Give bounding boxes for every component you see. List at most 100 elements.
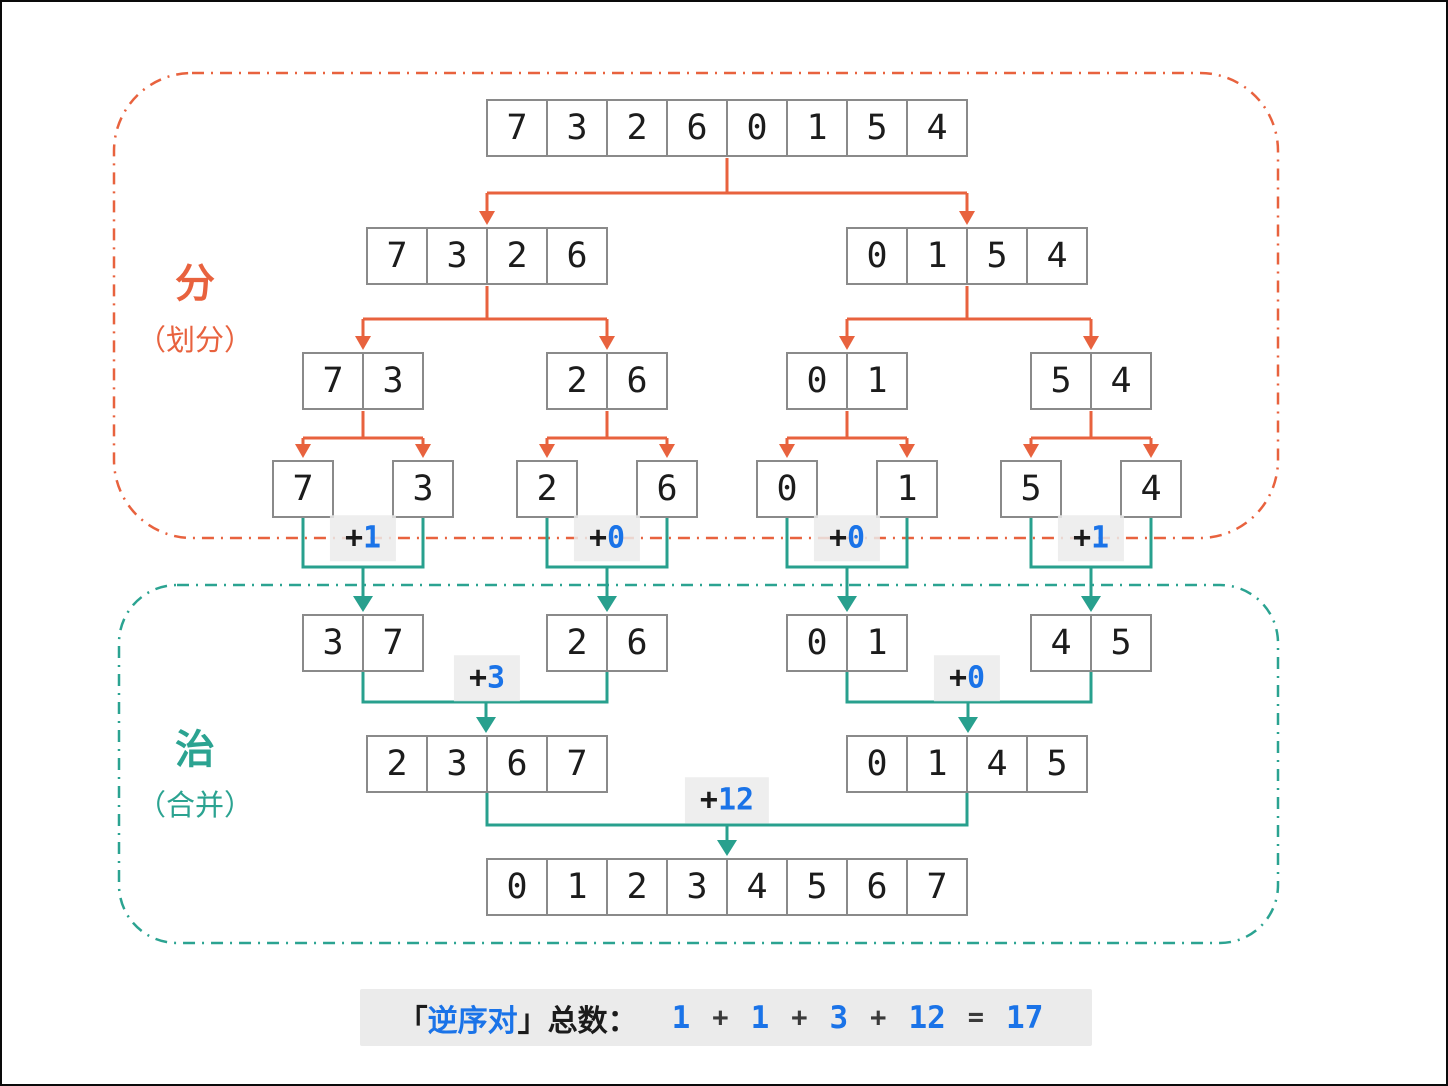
array-cell: 7 [486, 99, 548, 157]
array-merged-pair-1: 3 7 [302, 614, 424, 672]
array-cell: 0 [486, 858, 548, 916]
divide-arrows-group [301, 158, 1153, 445]
array-cell: 5 [1000, 460, 1062, 518]
array-cell: 0 [786, 614, 848, 672]
array-cell: 4 [1030, 614, 1092, 672]
array-cell: 6 [636, 460, 698, 518]
array-cell: 2 [486, 227, 548, 285]
array-cell: 3 [362, 352, 424, 410]
array-cell: 2 [606, 99, 668, 157]
badge-operator: + [699, 782, 718, 818]
array-merged-pair-2: 2 6 [546, 614, 668, 672]
array-merged-pair-4: 4 5 [1030, 614, 1152, 672]
summary-label: 总数： [547, 1004, 638, 1038]
summary-close-bracket: 」 [517, 1004, 548, 1038]
array-cell: 7 [272, 460, 334, 518]
array-merged-pair-3: 0 1 [786, 614, 908, 672]
badge-operator: + [588, 520, 607, 556]
array-divide-pair-4: 5 4 [1030, 352, 1152, 410]
summary-count-3: 3 [829, 999, 849, 1036]
divide-region-outline [112, 71, 1280, 540]
array-cell: 6 [606, 352, 668, 410]
plus-sign: + [791, 1002, 808, 1033]
array-divide-pair-2: 2 6 [546, 352, 668, 410]
array-single-5: 5 [1000, 460, 1062, 518]
badge-value: 0 [967, 660, 986, 696]
array-cell: 2 [366, 735, 428, 793]
summary-term: 逆序对 [427, 1004, 518, 1038]
equals-sign: = [967, 1002, 985, 1033]
array-single-4: 4 [1120, 460, 1182, 518]
array-cell: 4 [726, 858, 788, 916]
merge-sublabel: （合并） [136, 790, 254, 822]
merge-arrows-group [301, 518, 1153, 842]
merge-region-outline [117, 583, 1280, 945]
array-cell: 2 [606, 858, 668, 916]
inversion-count-badge-6: +0 [933, 655, 1001, 701]
array-cell: 5 [846, 99, 908, 157]
array-cell: 1 [906, 735, 968, 793]
badge-value: 12 [717, 782, 755, 818]
array-cell: 7 [302, 352, 364, 410]
array-cell: 3 [392, 460, 454, 518]
array-divide-right-half: 0 1 5 4 [846, 227, 1088, 285]
array-single-3: 3 [392, 460, 454, 518]
merge-label: 治 [175, 728, 215, 772]
array-cell: 1 [846, 352, 908, 410]
array-cell: 6 [546, 227, 608, 285]
array-cell: 6 [606, 614, 668, 672]
array-cell: 5 [966, 227, 1028, 285]
summary-count-1: 1 [671, 999, 691, 1036]
array-cell: 7 [906, 858, 968, 916]
array-cell: 7 [366, 227, 428, 285]
badge-value: 1 [363, 520, 382, 556]
plus-sign: + [870, 1002, 887, 1033]
array-result: 0 1 2 3 4 5 6 7 [486, 858, 968, 916]
divide-sublabel: （划分） [136, 325, 254, 357]
array-cell: 6 [666, 99, 728, 157]
summary-open-bracket: 「 [397, 1004, 428, 1038]
array-merged-right-half: 0 1 4 5 [846, 735, 1088, 793]
array-cell: 3 [426, 227, 488, 285]
array-cell: 1 [906, 227, 968, 285]
array-divide-pair-3: 0 1 [786, 352, 908, 410]
inversion-count-badge-5: +3 [453, 655, 521, 701]
array-cell: 5 [1030, 352, 1092, 410]
badge-operator: + [828, 520, 847, 556]
array-cell: 7 [362, 614, 424, 672]
array-root: 7 3 2 6 0 1 5 4 [486, 99, 968, 157]
array-divide-pair-1: 7 3 [302, 352, 424, 410]
array-cell: 0 [786, 352, 848, 410]
array-single-2: 2 [516, 460, 578, 518]
array-cell: 3 [666, 858, 728, 916]
inversion-count-badge-3: +0 [813, 515, 881, 561]
array-merged-left-half: 2 3 6 7 [366, 735, 608, 793]
array-cell: 6 [846, 858, 908, 916]
array-cell: 5 [1090, 614, 1152, 672]
divide-arrowheads [295, 211, 1159, 458]
array-cell: 2 [546, 614, 608, 672]
divide-label: 分 [175, 262, 215, 306]
badge-operator: + [344, 520, 363, 556]
plus-sign: + [712, 1002, 729, 1033]
summary-count-4: 12 [908, 999, 946, 1036]
array-cell: 5 [1026, 735, 1088, 793]
array-cell: 0 [756, 460, 818, 518]
array-divide-left-half: 7 3 2 6 [366, 227, 608, 285]
array-cell: 1 [546, 858, 608, 916]
summary-count-2: 1 [750, 999, 770, 1036]
array-cell: 4 [966, 735, 1028, 793]
array-cell: 4 [1090, 352, 1152, 410]
array-cell: 0 [846, 735, 908, 793]
array-single-7: 7 [272, 460, 334, 518]
inversion-count-badge-7: +12 [684, 777, 770, 823]
array-cell: 1 [846, 614, 908, 672]
array-cell: 2 [516, 460, 578, 518]
inversions-total-summary: 「逆序对」总数：1+1+3+12=17 [360, 989, 1092, 1046]
array-cell: 3 [302, 614, 364, 672]
merge-arrowheads [353, 596, 1101, 856]
array-cell: 0 [846, 227, 908, 285]
array-cell: 4 [1026, 227, 1088, 285]
